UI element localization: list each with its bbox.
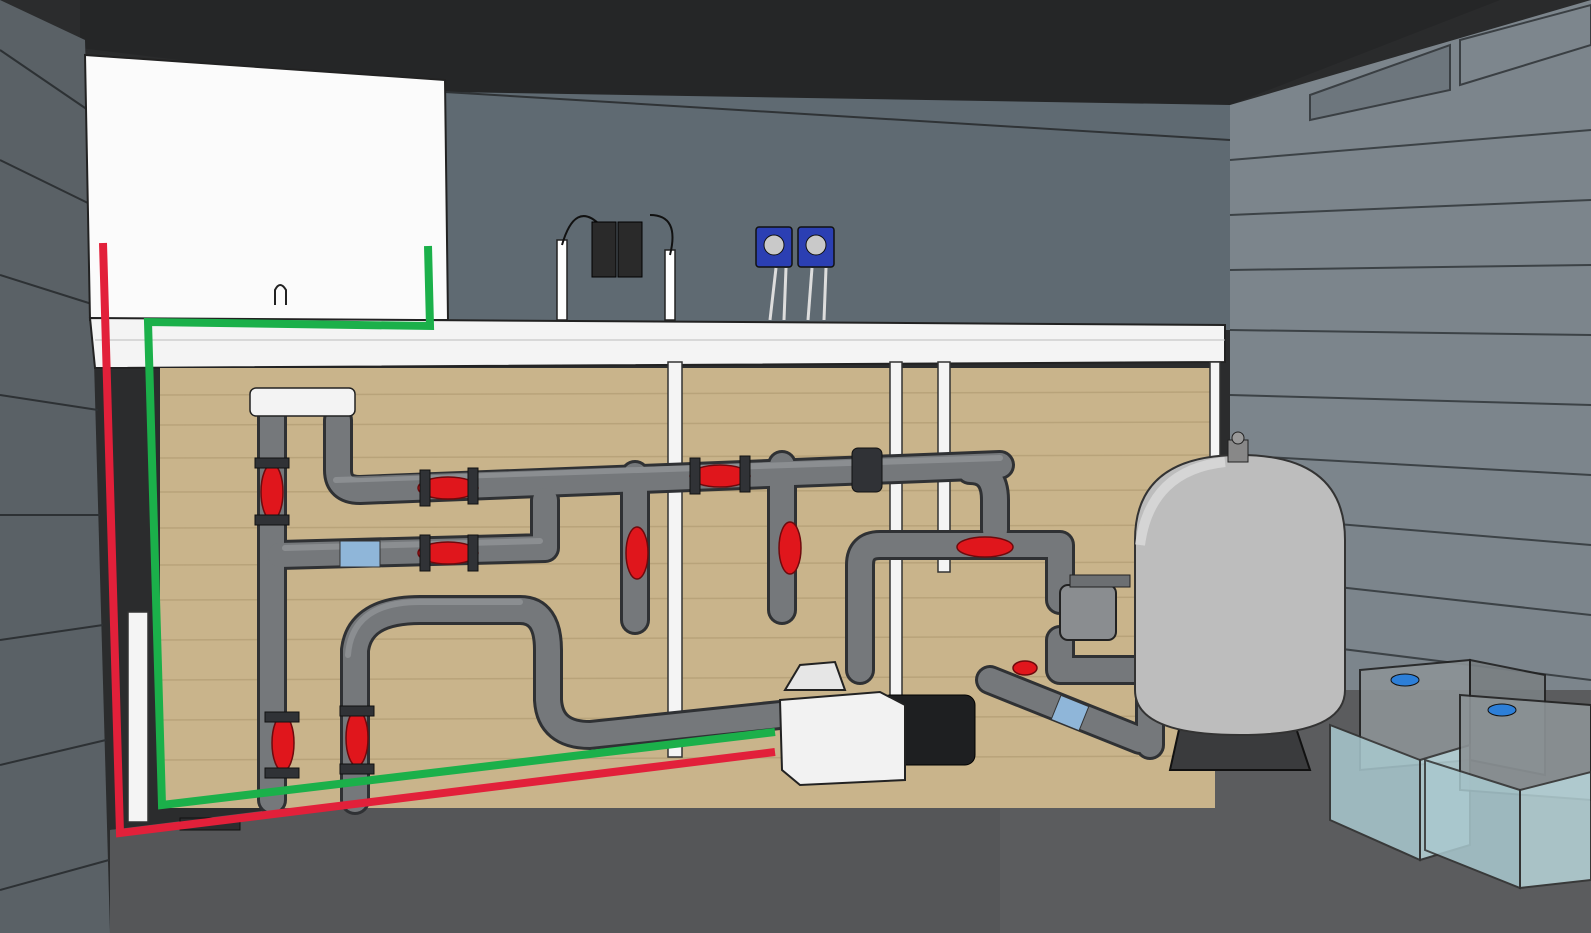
uv-unit — [249, 387, 356, 417]
supply-line-red — [99, 242, 776, 838]
multiport-valve — [1059, 574, 1131, 641]
tank-overflow — [274, 284, 287, 305]
valve-unions — [254, 447, 883, 779]
sand-filter — [1134, 431, 1346, 771]
overhead-tank — [83, 53, 450, 321]
left-wall — [0, 0, 110, 933]
vent-grille — [1309, 43, 1451, 122]
valve-handle — [271, 714, 295, 772]
valve-handle — [1012, 660, 1038, 676]
wood-grain — [159, 391, 1216, 761]
valve-handle — [625, 526, 649, 580]
circulation-pump — [778, 660, 976, 787]
return-line-green — [143, 245, 776, 810]
flow-sight-glass — [339, 540, 381, 568]
valve-handle — [778, 521, 802, 575]
valve-handle — [260, 463, 284, 521]
ball-valves — [260, 463, 1038, 772]
valve-handle — [345, 709, 369, 767]
shelf-beam — [88, 316, 1226, 370]
dosing-pumps — [755, 226, 835, 321]
back-wall-top-line — [444, 91, 1231, 141]
vent-panel — [1459, 3, 1591, 87]
valve-handle — [956, 536, 1014, 558]
left-wall-siding — [0, 49, 110, 891]
chemical-tanks — [1329, 658, 1591, 890]
chlorinator-cell — [556, 214, 676, 321]
blue-coupling — [1050, 694, 1090, 732]
